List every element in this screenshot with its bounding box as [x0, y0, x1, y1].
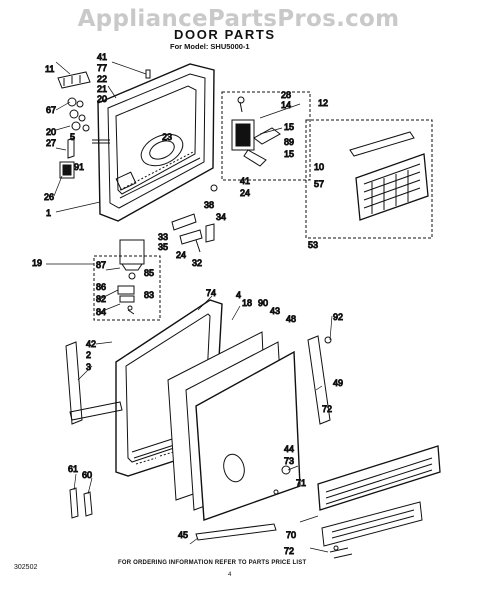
callout-32: 32	[192, 258, 202, 268]
callout-72b: 72	[284, 546, 294, 556]
callout-42: 42	[86, 339, 96, 349]
leader-lines	[46, 61, 333, 553]
callout-3: 3	[86, 362, 91, 372]
callout-labels: 11 41 77 22 21 20 67 20 27 5 91 26 1 23 …	[32, 52, 344, 557]
callout-41b: 41	[240, 176, 250, 186]
callout-44: 44	[284, 444, 294, 454]
callout-45: 45	[178, 530, 188, 540]
diagram-code: 302502	[14, 564, 38, 571]
callout-22: 22	[97, 74, 107, 84]
callout-12: 12	[318, 98, 328, 108]
callout-43: 43	[270, 306, 280, 316]
hinge-parts	[171, 184, 218, 253]
callout-82: 82	[96, 294, 106, 304]
callout-15b: 15	[284, 149, 294, 159]
callout-84: 84	[96, 307, 106, 317]
callout-14: 14	[281, 100, 291, 110]
callout-10: 10	[314, 162, 324, 172]
callout-60: 60	[82, 470, 92, 480]
callout-19: 19	[32, 258, 42, 268]
model-line: For Model: SHU5000-1	[170, 42, 250, 51]
callout-92: 92	[333, 312, 343, 322]
callout-77: 77	[97, 63, 107, 73]
callout-4: 4	[236, 290, 241, 300]
callout-28: 28	[281, 90, 291, 100]
callout-85: 85	[144, 268, 154, 278]
inner-door-panel	[97, 63, 215, 222]
callout-53: 53	[308, 240, 318, 250]
callout-21: 21	[97, 84, 107, 94]
callout-15: 15	[284, 122, 294, 132]
callout-33: 33	[158, 232, 168, 242]
callout-73: 73	[284, 456, 294, 466]
rinse-aid-cover	[305, 119, 433, 239]
switch-assembly	[93, 239, 161, 321]
callout-61: 61	[68, 464, 78, 474]
screw-part-41	[145, 69, 151, 79]
callout-72: 72	[322, 404, 332, 414]
callout-87: 87	[96, 260, 106, 270]
callout-86: 86	[96, 282, 106, 292]
callout-90: 90	[258, 298, 268, 308]
callout-41: 41	[97, 52, 107, 62]
callout-26: 26	[44, 192, 54, 202]
callout-38: 38	[204, 200, 214, 210]
latch-bracket	[57, 71, 91, 89]
callout-67: 67	[46, 105, 56, 115]
callout-89: 89	[284, 137, 294, 147]
right-side-rail	[307, 335, 332, 425]
callout-20b: 20	[46, 127, 56, 137]
callout-27: 27	[46, 138, 56, 148]
callout-24: 24	[240, 188, 250, 198]
callout-71: 71	[296, 478, 306, 488]
callout-70: 70	[286, 530, 296, 540]
callout-48: 48	[286, 314, 296, 324]
callout-57: 57	[314, 179, 324, 189]
callout-74: 74	[206, 288, 216, 298]
callout-11: 11	[45, 64, 54, 74]
callout-5: 5	[70, 132, 75, 142]
callout-83: 83	[144, 290, 154, 300]
watermark: AppliancePartsPros.com	[77, 6, 400, 32]
callout-1: 1	[46, 208, 51, 218]
page-number: 4	[228, 572, 232, 578]
callout-24b: 24	[176, 250, 186, 260]
left-side-rail	[65, 341, 123, 425]
fastener-cluster	[59, 97, 110, 179]
callout-49: 49	[333, 378, 343, 388]
callout-18: 18	[242, 298, 252, 308]
bottom-trim-strip	[195, 523, 277, 541]
door-insulation-panels	[167, 331, 301, 521]
callout-2: 2	[86, 350, 91, 360]
callout-35: 35	[158, 242, 168, 252]
callout-20: 20	[97, 94, 107, 104]
callout-23: 23	[162, 132, 172, 142]
bottom-vent-panel	[317, 445, 441, 547]
diagram-title: DOOR PARTS	[174, 27, 276, 42]
callout-91: 91	[74, 162, 84, 172]
callout-34: 34	[216, 212, 226, 222]
ordering-footnote: FOR ORDERING INFORMATION REFER TO PARTS …	[118, 560, 307, 566]
dispenser-assembly	[221, 91, 311, 181]
